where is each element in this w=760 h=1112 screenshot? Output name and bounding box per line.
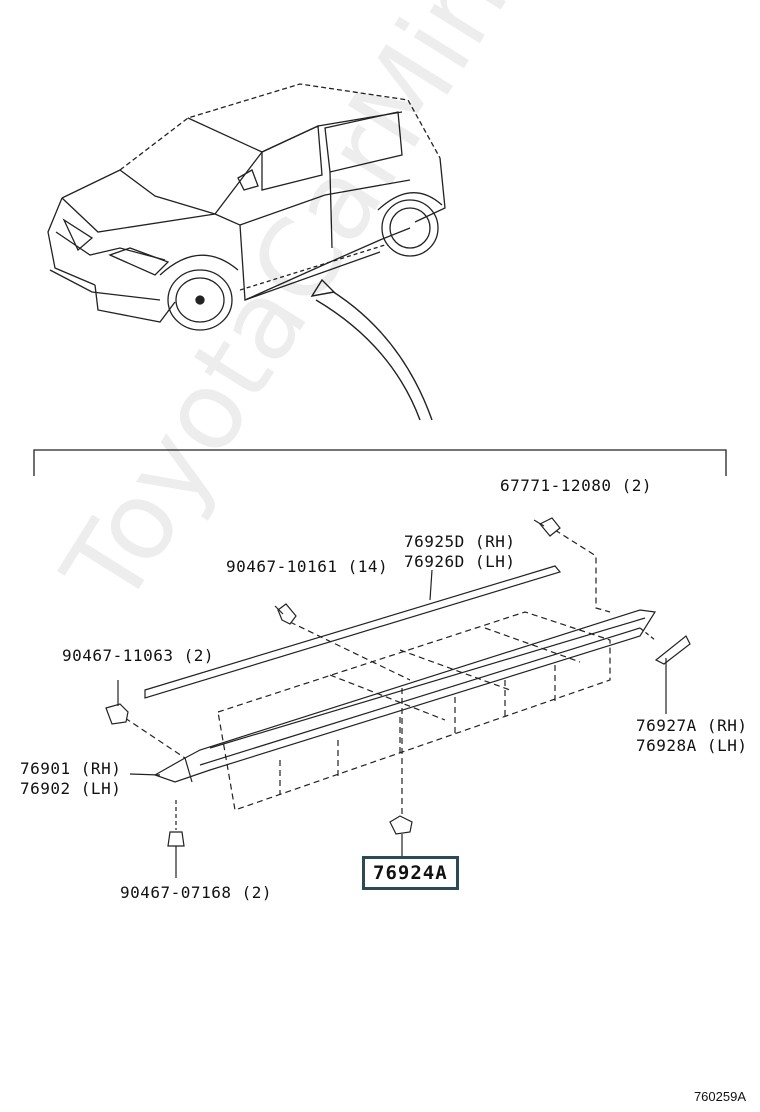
label-screw-07168[interactable]: 90467-07168 (2) — [120, 883, 272, 902]
label-moulding-lh[interactable]: 76926D (LH) — [404, 552, 516, 571]
pointer-arrow — [310, 278, 433, 421]
label-screw-10161[interactable]: 90467-10161 (14) — [226, 557, 389, 576]
screw-upper-icon — [274, 603, 297, 625]
label-76924a-highlighted[interactable]: 76924A — [362, 856, 459, 890]
label-clip-67771[interactable]: 67771-12080 (2) — [500, 476, 652, 495]
section-bracket — [33, 449, 727, 476]
screw-lower-icon — [167, 800, 185, 878]
clip-left-icon — [105, 680, 129, 725]
label-rocker-lh[interactable]: 76902 (LH) — [20, 779, 122, 798]
exploded-parts — [105, 517, 691, 878]
label-rocker-rh[interactable]: 76901 (RH) — [20, 759, 122, 778]
label-moulding-rh[interactable]: 76925D (RH) — [404, 532, 516, 551]
clip-center-icon — [389, 815, 413, 856]
car-illustration — [47, 83, 446, 331]
clip-67771-icon — [533, 517, 561, 537]
end-cap-icon — [639, 627, 691, 714]
label-clip-11063[interactable]: 90467-11063 (2) — [62, 646, 214, 665]
label-end-cap-rh[interactable]: 76927A (RH) — [636, 716, 748, 735]
label-end-cap-lh[interactable]: 76928A (LH) — [636, 736, 748, 755]
diagram-code: 760259A — [693, 1089, 746, 1104]
